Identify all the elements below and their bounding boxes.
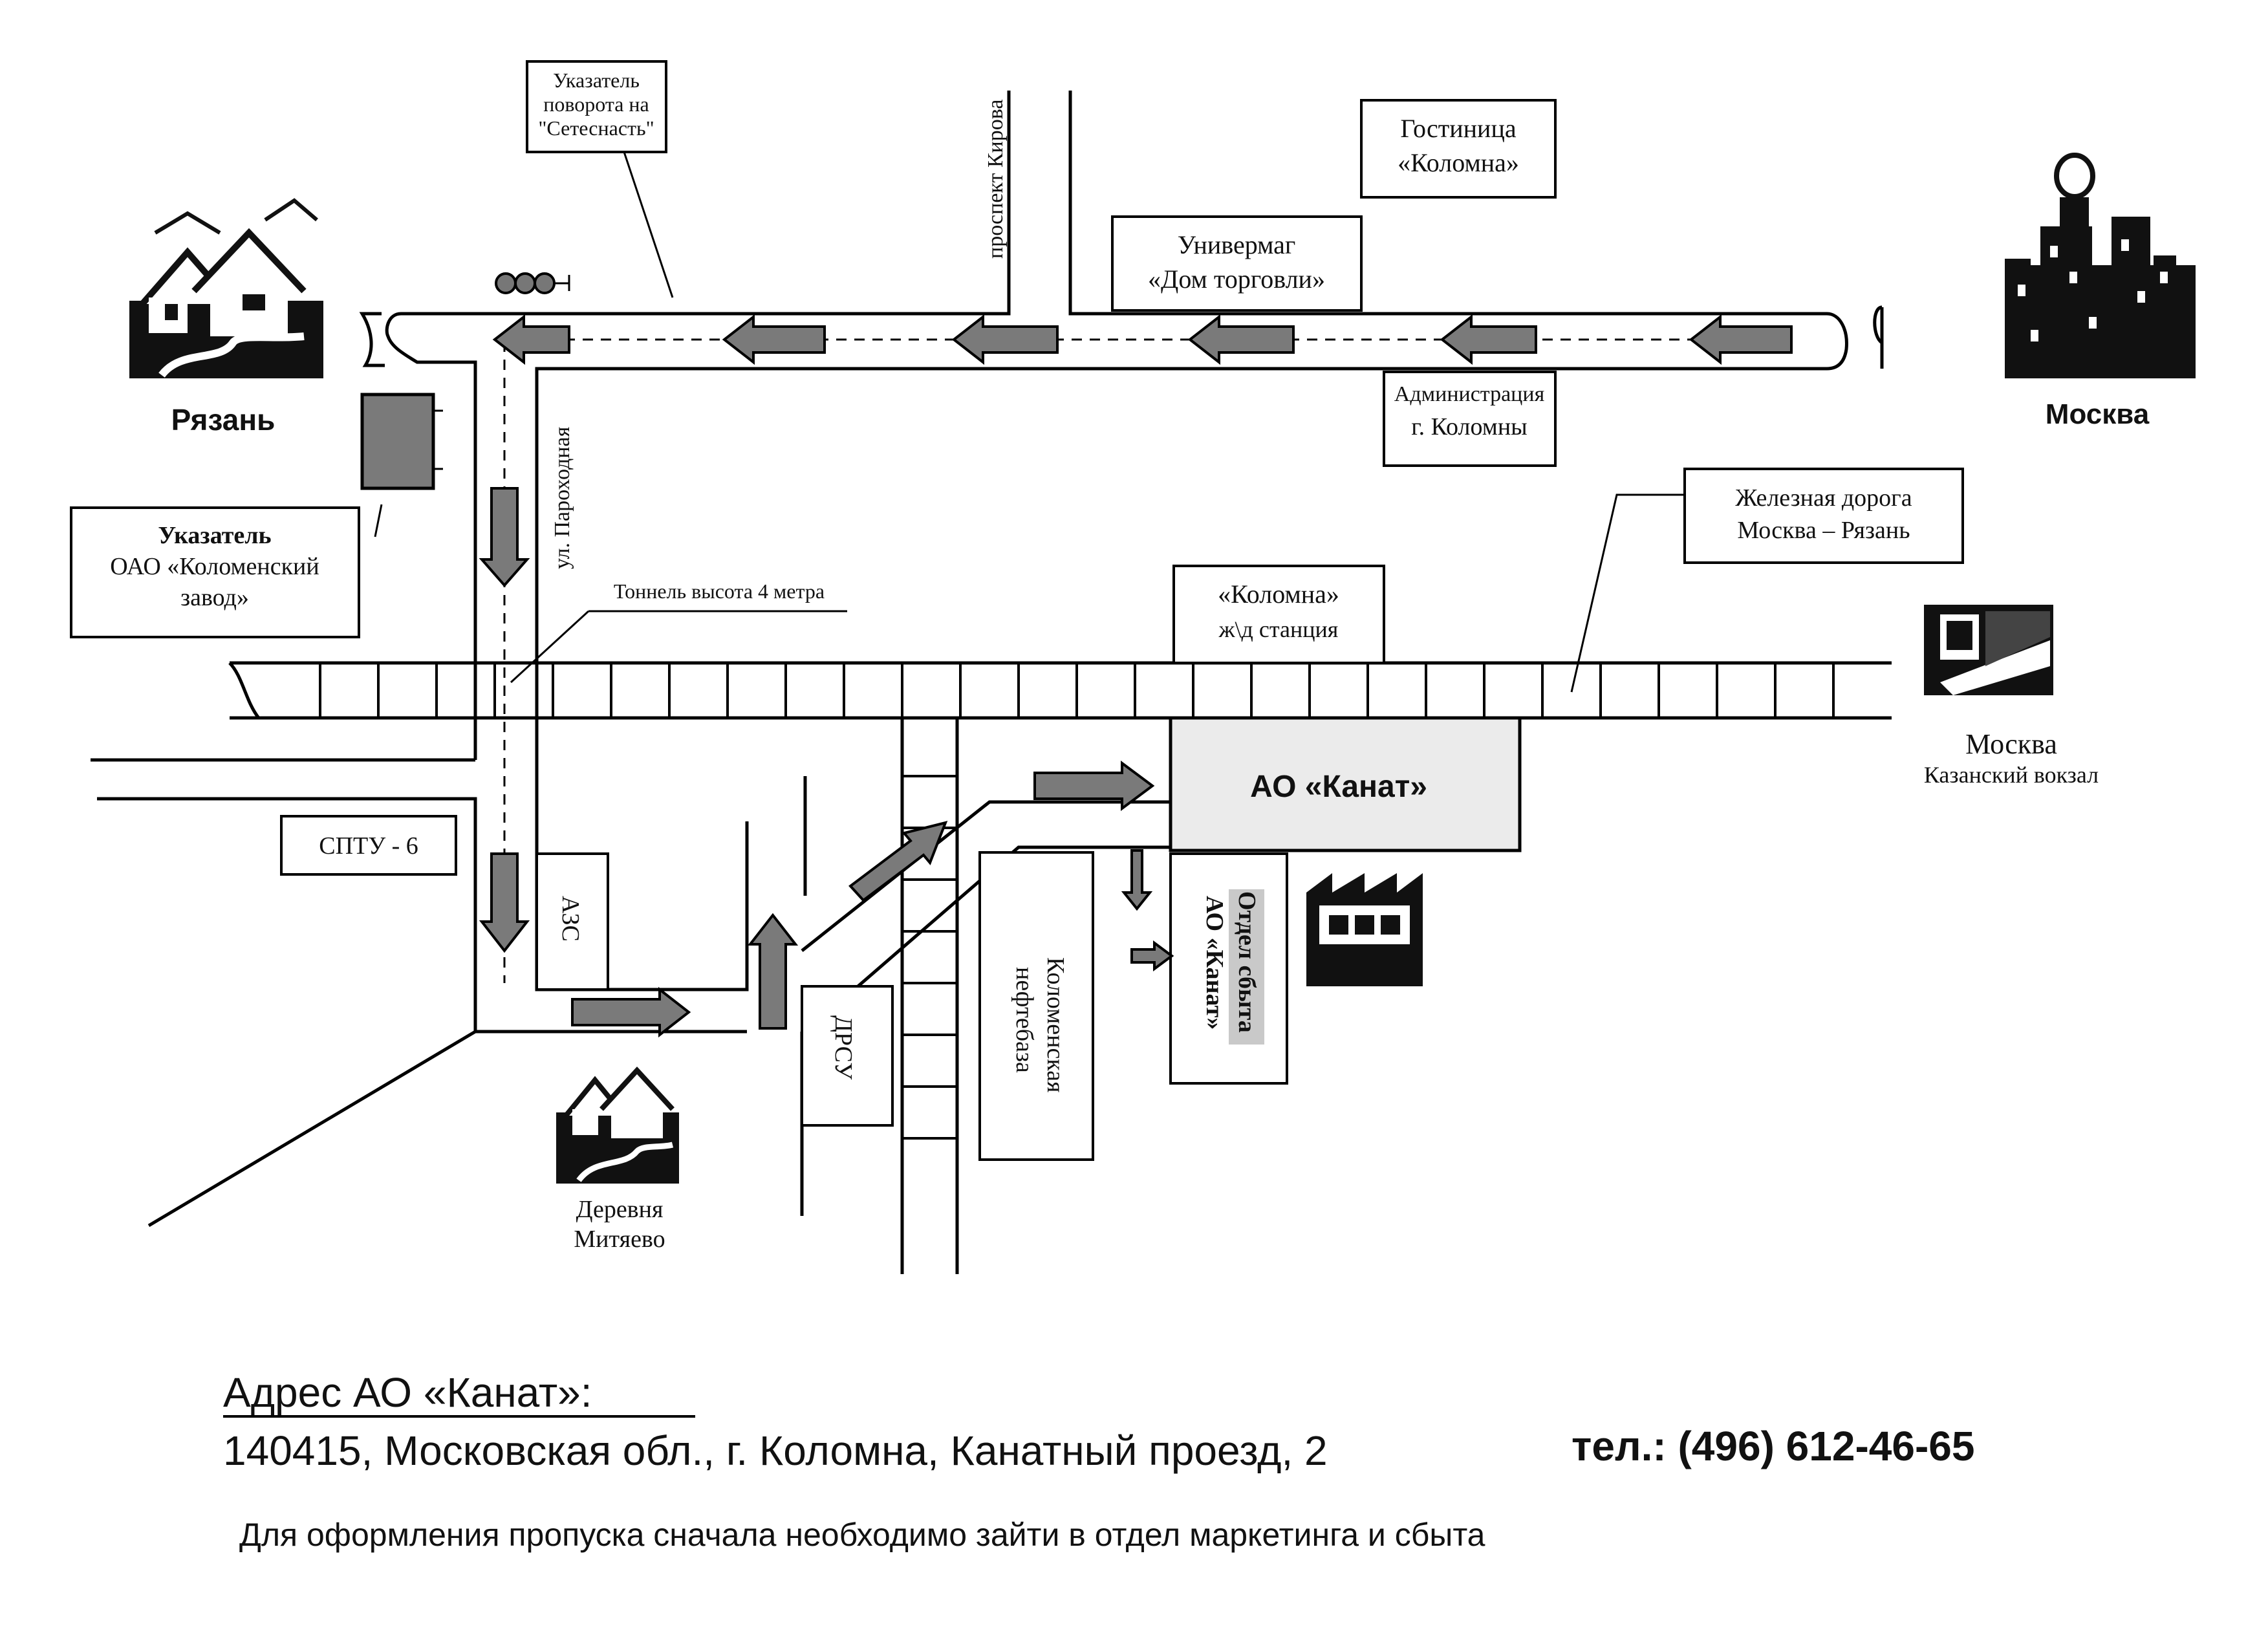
kanat-box: АО «Канат» bbox=[1169, 716, 1522, 852]
arrow-right-small bbox=[1130, 940, 1174, 971]
mityaevo-houses-icon bbox=[556, 1067, 679, 1184]
svg-text:«Коломна»: «Коломна» bbox=[1218, 579, 1339, 609]
arrow-left-4 bbox=[951, 314, 1059, 365]
arrow-left-5 bbox=[722, 314, 826, 365]
pointer-kolomensky-box: Указатель ОАО «Коломенский завод» bbox=[70, 506, 360, 638]
pointer-turn-box: Указатель поворота на "Сетеснасть" bbox=[526, 60, 667, 153]
moscow-city-icon bbox=[2005, 153, 2196, 378]
svg-text:г. Коломны: г. Коломны bbox=[1411, 413, 1527, 440]
traffic-light-icon bbox=[495, 272, 570, 294]
sptu-box: СПТУ - 6 bbox=[280, 815, 457, 876]
sign-post bbox=[360, 393, 443, 537]
svg-text:"Сетеснасть": "Сетеснасть" bbox=[538, 116, 654, 140]
railway bbox=[228, 661, 1892, 720]
footer: Адрес АО «Канат»: 140415, Московская обл… bbox=[223, 1369, 1974, 1553]
drsu-box: ДРСУ bbox=[801, 985, 894, 1127]
arrow-left-6 bbox=[492, 314, 570, 365]
railway-label-box: Железная дорога Москва – Рязань bbox=[1683, 468, 1964, 564]
moscow-kazansky-label: Москва Казанский вокзал bbox=[1924, 728, 2099, 788]
univermag-box: Универмаг «Дом торговли» bbox=[1111, 215, 1363, 312]
train-icon bbox=[1924, 605, 2053, 695]
station-box: «Коломна» ж\д станция bbox=[1172, 565, 1385, 664]
svg-text:Указатель: Указатель bbox=[553, 69, 640, 92]
address-title: Адрес АО «Канат»: bbox=[223, 1369, 592, 1416]
sales-dept-box: Отдел сбыта АО «Канат» bbox=[1169, 852, 1288, 1085]
arrow-diag-1 bbox=[848, 821, 948, 902]
pass-note: Для оформления пропуска сначала необходи… bbox=[239, 1517, 1485, 1553]
svg-text:Администрация: Администрация bbox=[1394, 382, 1545, 406]
route-arrows bbox=[479, 314, 1793, 1038]
svg-text:Москва: Москва bbox=[1965, 728, 2057, 760]
svg-text:Железная дорога: Железная дорога bbox=[1735, 484, 1912, 512]
svg-text:ДРСУ: ДРСУ bbox=[830, 1015, 857, 1079]
svg-text:завод»: завод» bbox=[180, 584, 249, 611]
hotel-box: Гостиница «Коломна» bbox=[1360, 99, 1557, 199]
arrow-right-2 bbox=[1033, 761, 1155, 811]
arrow-left-2 bbox=[1440, 314, 1537, 365]
arrow-up-1 bbox=[747, 913, 799, 1030]
svg-text:Коломенская: Коломенская bbox=[1042, 957, 1069, 1093]
svg-text:поворота на: поворота на bbox=[543, 92, 649, 116]
mityaevo-label: Деревня Митяево bbox=[574, 1196, 665, 1253]
moscow-top-label: Москва bbox=[2046, 398, 2150, 430]
ryazan-label: Рязань bbox=[171, 403, 275, 437]
svg-text:Указатель: Указатель bbox=[158, 522, 271, 549]
azs-box: АЗС bbox=[535, 852, 609, 991]
svg-text:Универмаг: Универмаг bbox=[1178, 230, 1296, 259]
parokhodnaya-label: ул. Пароходная bbox=[550, 426, 574, 569]
arrow-down-1 bbox=[479, 487, 530, 588]
svg-text:АО «Канат»: АО «Канат» bbox=[1250, 770, 1427, 804]
main-road bbox=[359, 91, 1884, 983]
ryazan-houses-icon bbox=[129, 198, 323, 378]
svg-text:СПТУ - 6: СПТУ - 6 bbox=[319, 832, 418, 860]
svg-text:«Коломна»: «Коломна» bbox=[1398, 148, 1519, 177]
svg-text:«Дом торговли»: «Дом торговли» bbox=[1148, 265, 1325, 294]
neftebaza-box: Коломенская нефтебаза bbox=[978, 851, 1094, 1161]
administration-box: Администрация г. Коломны bbox=[1383, 371, 1557, 467]
arrow-right-1 bbox=[571, 986, 691, 1038]
svg-text:АЗС: АЗС bbox=[557, 896, 584, 942]
arrow-left-3 bbox=[1187, 314, 1295, 365]
factory-icon bbox=[1306, 873, 1423, 986]
svg-text:Тоннель высота 4 метра: Тоннель высота 4 метра bbox=[614, 579, 825, 603]
svg-text:Казанский вокзал: Казанский вокзал bbox=[1924, 762, 2099, 788]
arrow-left-1 bbox=[1689, 314, 1793, 365]
svg-text:ж\д станция: ж\д станция bbox=[1218, 616, 1339, 642]
svg-text:нефтебаза: нефтебаза bbox=[1011, 967, 1038, 1073]
svg-text:ОАО «Коломенский: ОАО «Коломенский bbox=[110, 553, 319, 580]
svg-text:Отдел сбыта: Отдел сбыта bbox=[1233, 891, 1260, 1033]
kirova-label: проспект Кирова bbox=[984, 100, 1008, 259]
svg-text:Деревня: Деревня bbox=[576, 1196, 664, 1223]
svg-text:Митяево: Митяево bbox=[574, 1226, 665, 1253]
tunnel-label: Тоннель высота 4 метра bbox=[510, 579, 847, 684]
svg-text:АО «Канат»: АО «Канат» bbox=[1201, 896, 1228, 1030]
svg-text:Гостиница: Гостиница bbox=[1400, 114, 1516, 143]
arrow-down-2 bbox=[479, 852, 530, 953]
address-line: 140415, Московская обл., г. Коломна, Кан… bbox=[223, 1427, 1328, 1474]
svg-text:Москва – Рязань: Москва – Рязань bbox=[1737, 517, 1910, 544]
arrow-down-small bbox=[1121, 849, 1153, 911]
phone: тел.: (496) 612-46-65 bbox=[1571, 1423, 1974, 1469]
